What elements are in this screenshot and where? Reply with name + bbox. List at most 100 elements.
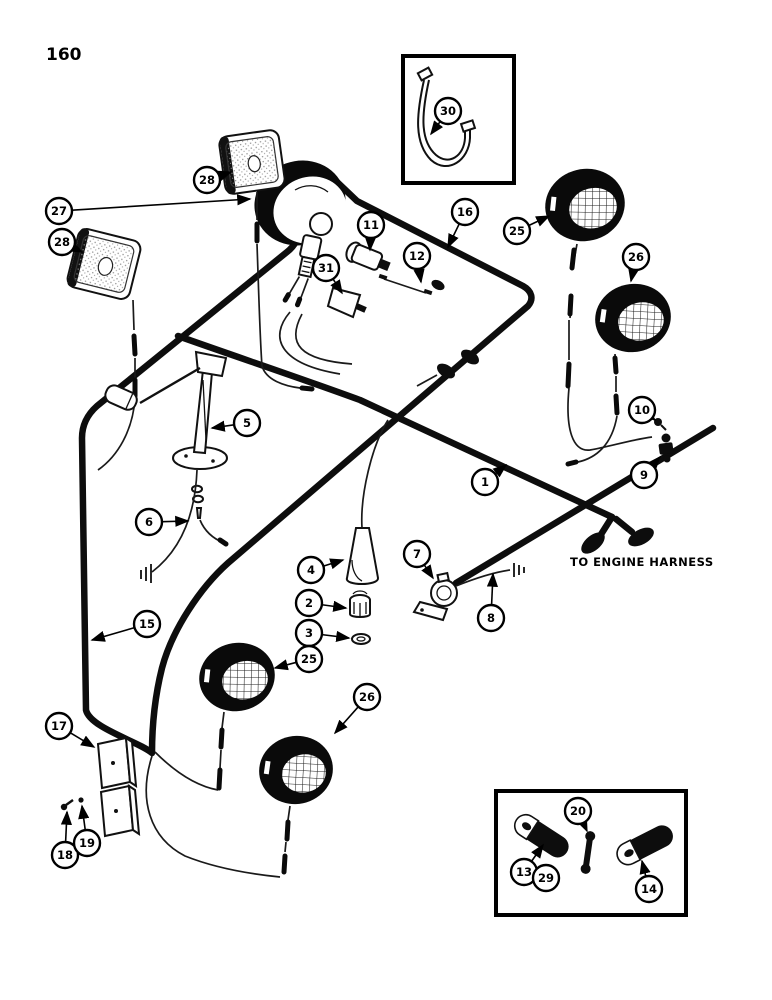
page-number: 160 bbox=[46, 45, 82, 65]
svg-text:16: 16 bbox=[457, 205, 473, 219]
ground-symbol-2 bbox=[513, 563, 525, 577]
callout-26: 26 bbox=[333, 682, 382, 735]
callout-3: 3 bbox=[294, 618, 351, 648]
callout-20: 20 bbox=[563, 796, 593, 833]
engine-harness-label: TO ENGINE HARNESS bbox=[570, 555, 714, 569]
accessory-socket bbox=[345, 241, 391, 272]
svg-text:20: 20 bbox=[570, 804, 586, 818]
connector-plug bbox=[431, 279, 445, 291]
circuit-breaker bbox=[658, 433, 674, 463]
svg-text:14: 14 bbox=[641, 882, 657, 896]
work-lamp-26-bottom-wire bbox=[145, 755, 291, 878]
ground-symbol bbox=[140, 564, 152, 583]
callout-11: 11 bbox=[356, 210, 386, 252]
rubber-boot bbox=[326, 286, 367, 319]
callout-7: 7 bbox=[402, 539, 434, 580]
svg-text:5: 5 bbox=[243, 416, 251, 430]
strap-14 bbox=[616, 825, 673, 866]
flasher-top-wire bbox=[256, 192, 301, 389]
work-lamp-26-top bbox=[595, 283, 671, 353]
callout-19: 19 bbox=[72, 804, 102, 858]
svg-text:11: 11 bbox=[363, 218, 379, 232]
callout-28: 28 bbox=[192, 165, 233, 195]
work-lamp-26-bottom bbox=[259, 735, 333, 805]
svg-text:28: 28 bbox=[54, 235, 70, 249]
svg-text:27: 27 bbox=[51, 204, 67, 218]
svg-text:19: 19 bbox=[79, 836, 95, 850]
plate-rivet bbox=[78, 797, 84, 803]
bulb-socket bbox=[349, 590, 371, 618]
callout-27: 27 bbox=[44, 194, 252, 226]
headlamp-wire bbox=[279, 311, 341, 375]
strap-13 bbox=[513, 813, 569, 858]
svg-text:26: 26 bbox=[359, 690, 375, 704]
callout-14: 14 bbox=[634, 859, 664, 904]
callout-17: 17 bbox=[44, 711, 96, 748]
work-lamp-25-bottom bbox=[199, 642, 275, 712]
svg-text:4: 4 bbox=[307, 563, 315, 577]
svg-text:9: 9 bbox=[640, 468, 648, 482]
callout-10: 10 bbox=[627, 395, 657, 425]
flasher-lamp-top bbox=[218, 129, 286, 195]
callout-9: 9 bbox=[629, 455, 662, 490]
callout-30: 30 bbox=[430, 96, 463, 136]
svg-text:8: 8 bbox=[487, 611, 495, 625]
callouts-layer: 2728283011123116252610956142378152526171… bbox=[44, 96, 664, 904]
callout-8: 8 bbox=[476, 572, 506, 633]
svg-text:3: 3 bbox=[305, 626, 313, 640]
callout-4: 4 bbox=[296, 555, 345, 585]
svg-text:6: 6 bbox=[145, 515, 153, 529]
callout-28: 28 bbox=[47, 227, 84, 257]
callout-26: 26 bbox=[621, 242, 651, 283]
svg-text:10: 10 bbox=[634, 403, 650, 417]
callout-13: 13 bbox=[509, 843, 544, 887]
link-20 bbox=[580, 831, 596, 874]
svg-text:2: 2 bbox=[305, 596, 313, 610]
jumper-lead bbox=[378, 273, 433, 296]
socket-gasket bbox=[351, 633, 371, 645]
callout-2: 2 bbox=[294, 588, 348, 618]
connector-plug bbox=[436, 363, 456, 379]
switch-knob bbox=[104, 384, 138, 411]
svg-text:29: 29 bbox=[538, 871, 554, 885]
svg-text:13: 13 bbox=[516, 865, 532, 879]
svg-text:31: 31 bbox=[318, 261, 334, 275]
callout-6: 6 bbox=[134, 507, 190, 537]
svg-text:7: 7 bbox=[413, 547, 421, 561]
callout-29: 29 bbox=[531, 863, 561, 893]
callout-18: 18 bbox=[50, 810, 80, 870]
horn-ground-wire bbox=[455, 569, 511, 587]
callout-16: 16 bbox=[447, 197, 480, 249]
svg-text:26: 26 bbox=[628, 250, 644, 264]
svg-text:17: 17 bbox=[51, 719, 67, 733]
light-switch bbox=[104, 350, 229, 547]
svg-text:25: 25 bbox=[509, 224, 525, 238]
connector-plug bbox=[460, 349, 480, 365]
callout-25: 25 bbox=[273, 644, 324, 674]
engine-harness-connectors bbox=[581, 513, 654, 554]
callout-15: 15 bbox=[90, 609, 162, 642]
callout-12: 12 bbox=[402, 241, 432, 284]
horn-switch bbox=[412, 571, 458, 622]
svg-text:25: 25 bbox=[301, 652, 317, 666]
plate-screw bbox=[60, 799, 74, 811]
harness-branch-cross bbox=[452, 424, 717, 587]
work-lamp-25-top bbox=[545, 168, 625, 242]
terminal-screw bbox=[654, 418, 667, 431]
strap-inset-box bbox=[494, 789, 688, 917]
socket-boot bbox=[346, 419, 389, 585]
svg-text:28: 28 bbox=[199, 173, 215, 187]
mount-plates bbox=[96, 736, 141, 838]
callout-31: 31 bbox=[311, 253, 343, 295]
headlamp-socket bbox=[282, 234, 323, 308]
harness-branch-engine bbox=[174, 332, 616, 521]
callout-5: 5 bbox=[210, 408, 262, 438]
svg-text:15: 15 bbox=[139, 617, 155, 631]
work-lamp-25-bottom-wire bbox=[154, 711, 225, 791]
svg-text:18: 18 bbox=[57, 848, 73, 862]
svg-text:1: 1 bbox=[481, 475, 489, 489]
flasher-lamp-left bbox=[66, 228, 142, 300]
switch-ground-wire bbox=[151, 469, 198, 573]
